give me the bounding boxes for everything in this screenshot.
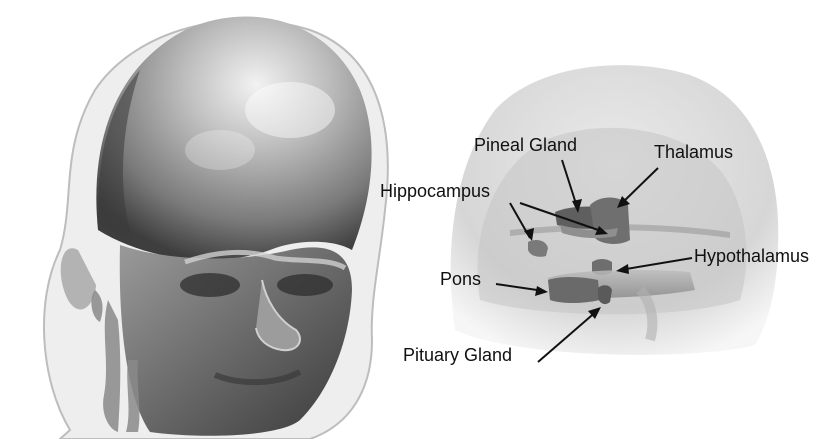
head-render-left <box>44 17 388 439</box>
label-hypothalamus: Hypothalamus <box>694 246 809 266</box>
label-thalamus: Thalamus <box>654 142 733 162</box>
skull-highlight-2 <box>185 130 255 170</box>
head-render-right <box>451 65 779 355</box>
label-pons: Pons <box>440 269 481 289</box>
label-pituary-gland: Pituary Gland <box>403 345 512 365</box>
label-hippocampus: Hippocampus <box>380 181 490 201</box>
label-pineal-gland: Pineal Gland <box>474 135 577 155</box>
skull-highlight <box>245 82 335 138</box>
eye-socket-left <box>180 273 240 297</box>
eye-socket-right <box>277 274 333 296</box>
pituary-gland-structure <box>598 285 612 304</box>
